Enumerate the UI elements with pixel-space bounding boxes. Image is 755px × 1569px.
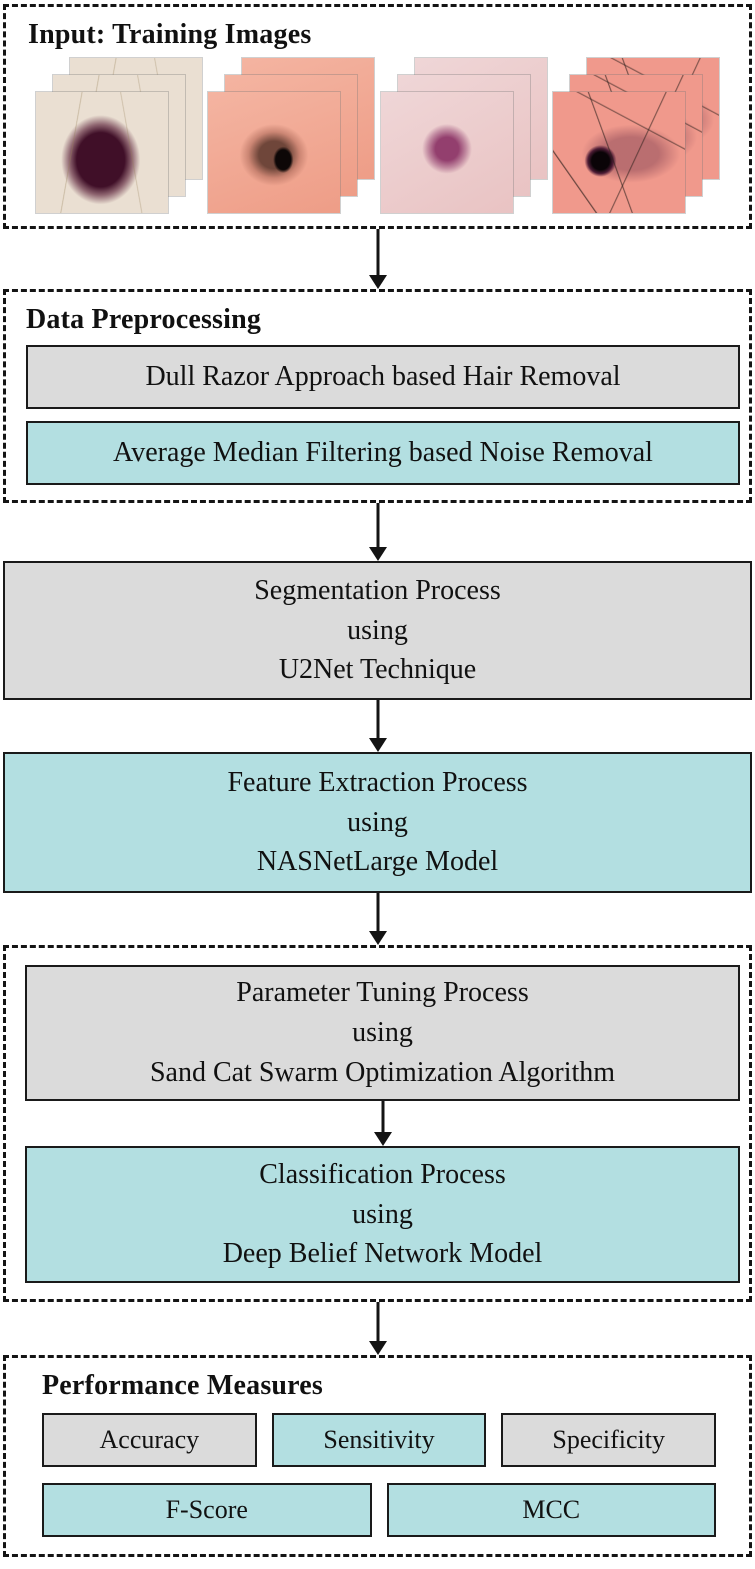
lesion-image-front bbox=[36, 92, 168, 213]
stage-line-1: Classification Process bbox=[259, 1158, 506, 1190]
stage-line-1: Feature Extraction Process bbox=[227, 766, 528, 798]
feature-extraction-process-box: Feature Extraction Process using NASNetL… bbox=[3, 752, 752, 893]
specificity-measure-box: Specificity bbox=[501, 1413, 717, 1467]
stage-line-2: using bbox=[352, 1198, 413, 1230]
training-image-stack-1 bbox=[36, 58, 202, 213]
performance-row-1: Accuracy Sensitivity Specificity bbox=[42, 1413, 717, 1467]
stage-line-3: U2Net Technique bbox=[278, 654, 477, 686]
training-image-stack-2 bbox=[208, 58, 375, 213]
stage-line-2: using bbox=[352, 1017, 413, 1049]
lesion-image-front bbox=[380, 92, 513, 213]
performance-measures-section: Performance Measures Accuracy Sensitivit… bbox=[3, 1355, 752, 1557]
segmentation-process-box: Segmentation Process using U2Net Techniq… bbox=[3, 561, 752, 700]
input-section-title: Input: Training Images bbox=[28, 19, 312, 50]
flow-arrow-down bbox=[0, 1302, 755, 1355]
training-images-row bbox=[28, 58, 727, 213]
stage-line-1: Parameter Tuning Process bbox=[236, 977, 529, 1009]
parameter-tuning-process-box: Parameter Tuning Process using Sand Cat … bbox=[25, 965, 740, 1101]
flow-arrow-down bbox=[0, 700, 755, 752]
hair-removal-step-box: Dull Razor Approach based Hair Removal bbox=[26, 345, 740, 409]
noise-removal-step-box: Average Median Filtering based Noise Rem… bbox=[26, 421, 740, 485]
data-preprocessing-section: Data Preprocessing Dull Razor Approach b… bbox=[3, 289, 752, 503]
performance-section-title: Performance Measures bbox=[42, 1370, 324, 1401]
sensitivity-measure-box: Sensitivity bbox=[271, 1413, 487, 1467]
flow-arrow-down bbox=[0, 893, 755, 945]
performance-row-2: F-Score MCC bbox=[42, 1483, 716, 1537]
flow-arrow-down bbox=[25, 1101, 740, 1146]
stage-line-3: NASNetLarge Model bbox=[256, 846, 499, 878]
training-image-stack-4 bbox=[552, 58, 719, 213]
flow-arrow-down bbox=[0, 229, 755, 289]
stage-line-2: using bbox=[347, 614, 408, 646]
f-score-measure-box: F-Score bbox=[42, 1483, 372, 1537]
stage-line-3: Deep Belief Network Model bbox=[222, 1238, 543, 1270]
training-image-stack-3 bbox=[380, 58, 547, 213]
stage-line-3: Sand Cat Swarm Optimization Algorithm bbox=[149, 1056, 616, 1088]
lesion-image-front bbox=[208, 92, 341, 213]
lesion-image-front bbox=[552, 92, 685, 213]
stage-line-2: using bbox=[347, 806, 408, 838]
mcc-measure-box: MCC bbox=[386, 1483, 716, 1537]
accuracy-measure-box: Accuracy bbox=[42, 1413, 257, 1467]
stage-line-1: Segmentation Process bbox=[254, 574, 501, 606]
input-training-images-section: Input: Training Images bbox=[3, 4, 752, 229]
classification-process-box: Classification Process using Deep Belief… bbox=[25, 1146, 740, 1283]
flow-arrow-down bbox=[0, 503, 755, 561]
optimization-section: Parameter Tuning Process using Sand Cat … bbox=[3, 945, 752, 1302]
preprocessing-section-title: Data Preprocessing bbox=[26, 304, 262, 335]
